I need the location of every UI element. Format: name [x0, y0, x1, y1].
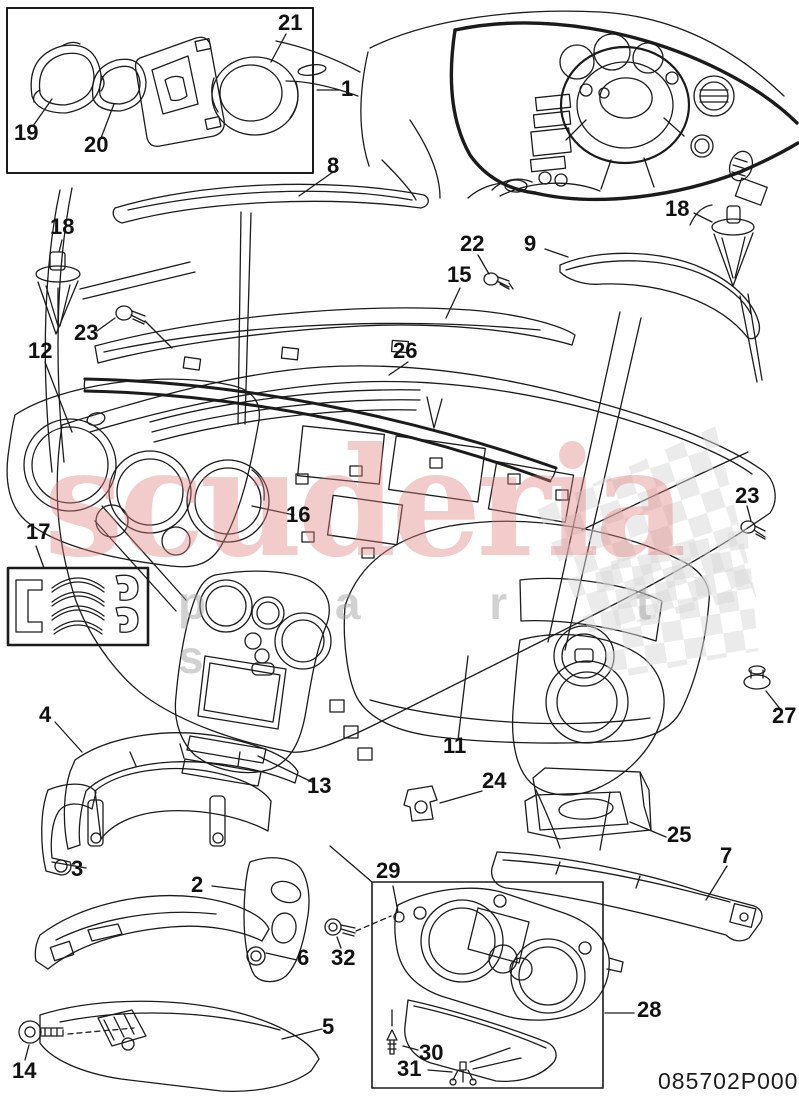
callout-5: 5: [322, 1014, 335, 1039]
callout-20: 20: [84, 132, 109, 157]
instrument-inset-box-28: [329, 845, 635, 1089]
part-7-brace: [490, 851, 763, 942]
callout-21: 21: [278, 10, 303, 35]
part-3-bracket: [41, 783, 97, 876]
callout-27: 27: [772, 703, 797, 728]
callout-11: 11: [443, 733, 467, 758]
part-12-cluster-bezel: [6, 361, 295, 568]
callout-6: 6: [297, 945, 310, 970]
callout-12: 12: [28, 338, 53, 363]
dashboard-body: [44, 187, 776, 753]
callout-14: 14: [12, 1058, 37, 1083]
callout-3: 3: [71, 856, 84, 881]
screw-30-icon: [386, 1029, 398, 1055]
screw-22-icon: [483, 272, 514, 290]
part-15-26-strips: [83, 254, 576, 483]
clip-31-icon: [449, 1061, 477, 1086]
callout-9: 9: [524, 231, 537, 256]
drawing-number: 085702P0002: [658, 1068, 799, 1094]
callout-17: 17: [26, 519, 51, 544]
callout-2: 2: [191, 872, 204, 897]
bolt-14-icon: [18, 1020, 135, 1061]
part-8-top-panel: [112, 171, 429, 425]
callout-29: 29: [376, 858, 401, 883]
screw-23-right-icon: [740, 505, 766, 540]
interior-reference-view: [275, 10, 799, 226]
callout-13: 13: [307, 773, 332, 798]
part-2-cowl-piece: [211, 857, 310, 983]
part-5-lower-shroud: [39, 1000, 323, 1092]
callout-23-left: 23: [74, 320, 99, 345]
callout-1: 1: [341, 76, 354, 101]
callout-25: 25: [667, 822, 692, 847]
callout-32: 32: [331, 945, 356, 970]
part-6-upper-shroud: [34, 894, 298, 970]
callout-24: 24: [482, 768, 507, 793]
callout-31: 31: [397, 1056, 422, 1081]
screw-32-icon: [324, 915, 392, 949]
callout-4: 4: [39, 702, 52, 727]
callout-15: 15: [447, 262, 472, 287]
callout-26: 26: [393, 338, 418, 363]
callout-18-right: 18: [665, 196, 690, 221]
callout-19: 19: [14, 120, 39, 145]
callout-30: 30: [419, 1040, 444, 1065]
callout-28: 28: [637, 997, 662, 1022]
clip-18-right-icon: [693, 205, 763, 383]
clip-inset-box-17: [6, 545, 150, 647]
vent-inset-box: [6, 7, 340, 174]
callout-23-right: 23: [735, 483, 760, 508]
part-25-bracket: [524, 767, 667, 840]
callout-18-left: 18: [50, 214, 75, 239]
screw-23-left-icon: [96, 305, 173, 349]
callout-7: 7: [720, 843, 733, 868]
callout-22: 22: [460, 231, 485, 256]
callout-8: 8: [327, 153, 340, 178]
part-11-glovebox: [343, 520, 710, 744]
part-24-clip: [403, 785, 483, 822]
part-13-console-trim: [174, 570, 373, 787]
callout-16: 16: [286, 502, 311, 527]
part-4-cowl-bracket: [54, 721, 299, 850]
